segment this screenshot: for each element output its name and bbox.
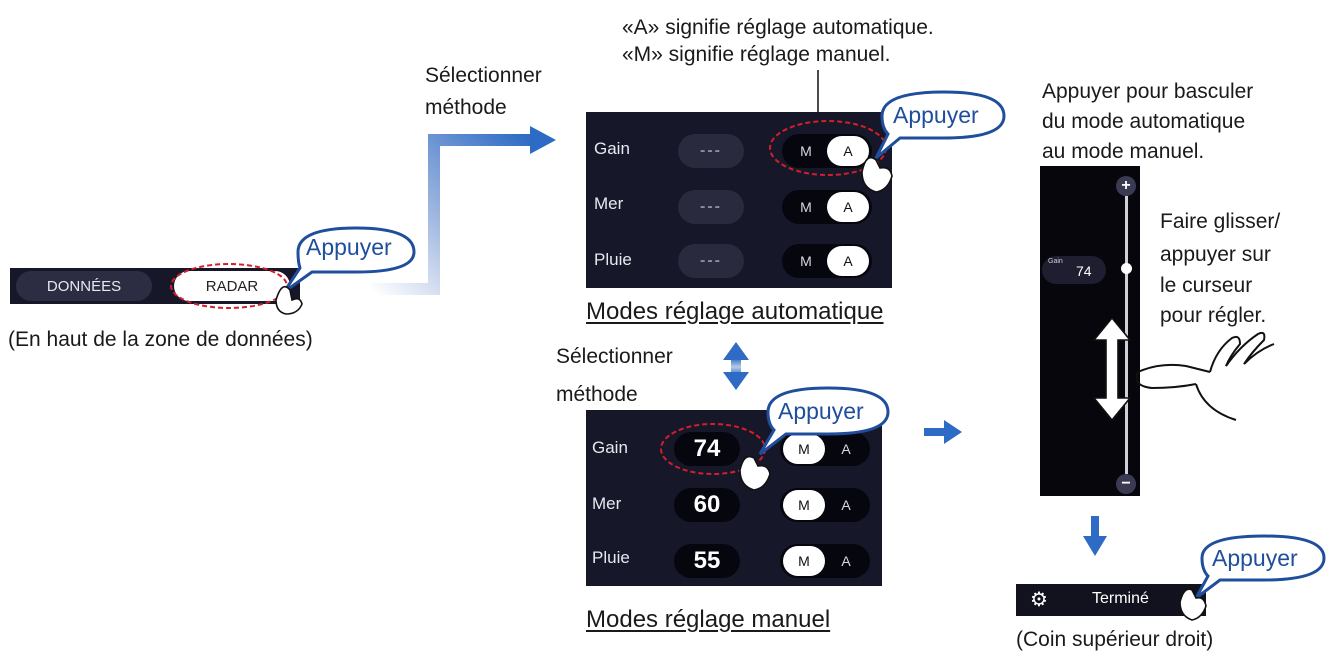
minus-button[interactable]: − [1116,474,1136,494]
gain-mode-toggle[interactable]: M A [780,432,870,466]
slider-value: 74 [1076,263,1092,279]
slider-value-label: Gain [1048,258,1063,265]
sea-mode-toggle[interactable]: M A [780,488,870,522]
tab-bar: DONNÉES RADAR [10,268,300,304]
slider-thumb[interactable] [1121,263,1132,275]
gears-icon[interactable]: ⚙ [1030,589,1048,611]
done-bar: ⚙ Terminé [1016,584,1206,616]
row-label-gain: Gain [592,438,628,457]
radar-highlight [170,263,288,309]
tab-data[interactable]: DONNÉES [16,271,152,301]
callout-tap-done: Appuyer [1212,545,1298,571]
right-arrow-icon [924,420,962,444]
auto-meaning-note: «A» signifie réglage automatique. [622,16,934,39]
auto-option[interactable]: A [827,192,869,222]
manual-modes-title: Modes réglage manuel [586,606,831,633]
row-label-gain: Gain [594,139,630,158]
hand-icon [1179,588,1207,621]
sea-value[interactable]: --- [678,190,744,224]
rain-value[interactable]: --- [678,244,744,278]
switch-note-3: au mode manuel. [1042,140,1205,163]
manual-option[interactable]: M [783,434,825,464]
auto-option[interactable]: A [841,497,851,513]
callout-bubble-radar [282,226,416,294]
callout-bubble-done [1194,534,1326,600]
auto-option[interactable]: A [827,136,869,166]
switch-note-1: Appuyer pour basculer [1042,80,1254,103]
manual-option[interactable]: M [783,546,825,576]
callout-bubble-manual [758,386,890,456]
manual-option[interactable]: M [783,490,825,520]
select-method-label-2a: Sélectionner [556,345,673,368]
auto-option[interactable]: A [841,553,851,569]
drag-arrow-icon [1092,316,1132,422]
step-arrow [370,134,532,295]
step-arrow-head [530,126,556,154]
manual-mode-panel: Gain 74 M A Mer 60 M A Pluie 55 M A [586,410,882,586]
auto-mode-panel: Gain --- M A Mer --- M A Pluie --- M A [586,112,892,288]
hand-icon [275,285,303,315]
auto-option[interactable]: A [827,246,869,276]
row-label-sea: Mer [592,494,622,513]
manual-option[interactable]: M [800,143,812,159]
select-method-label-1b: méthode [425,96,507,119]
slider-note-1: Faire glisser/ [1160,210,1281,233]
auto-modes-title: Modes réglage automatique [586,298,884,325]
down-arrow-icon [1083,516,1107,556]
gain-mode-toggle[interactable]: M A [782,134,872,168]
data-area-caption: (En haut de la zone de données) [8,328,313,351]
callout-tap-auto: Appuyer [893,102,979,128]
callout-tap-radar: Appuyer [306,234,392,260]
slider-value-box: Gain 74 [1042,256,1106,284]
rain-mode-toggle[interactable]: M A [782,244,872,278]
switch-note-2: du mode automatique [1042,110,1246,133]
slider-note-3: le curseur [1160,274,1253,297]
manual-meaning-note: «M» signifie réglage manuel. [622,43,891,66]
manual-option[interactable]: M [800,253,812,269]
callout-tap-manual: Appuyer [778,398,864,424]
plus-button[interactable]: + [1116,176,1136,196]
row-label-rain: Pluie [592,548,630,567]
select-method-label-1a: Sélectionner [425,64,542,87]
updown-arrow-icon [723,342,749,390]
gain-value[interactable]: 74 [674,432,740,466]
sea-mode-toggle[interactable]: M A [782,190,872,224]
gain-value[interactable]: --- [678,134,744,168]
rain-value[interactable]: 55 [674,544,740,578]
manual-option[interactable]: M [800,199,812,215]
row-label-rain: Pluie [594,250,632,269]
hand-icon [739,455,771,491]
hand-icon [1135,331,1275,421]
tab-radar[interactable]: RADAR [174,271,290,301]
row-label-sea: Mer [594,194,624,213]
sea-value[interactable]: 60 [674,488,740,522]
done-button[interactable]: Terminé [1092,590,1149,607]
rain-mode-toggle[interactable]: M A [780,544,870,578]
slider-note-2: appuyer sur [1160,243,1271,266]
callout-bubble-auto [874,90,1006,160]
auto-option[interactable]: A [841,441,851,457]
corner-caption: (Coin supérieur droit) [1016,628,1214,651]
hand-icon [861,156,893,193]
slider-note-4: pour régler. [1160,304,1267,327]
select-method-label-2b: méthode [556,383,638,406]
